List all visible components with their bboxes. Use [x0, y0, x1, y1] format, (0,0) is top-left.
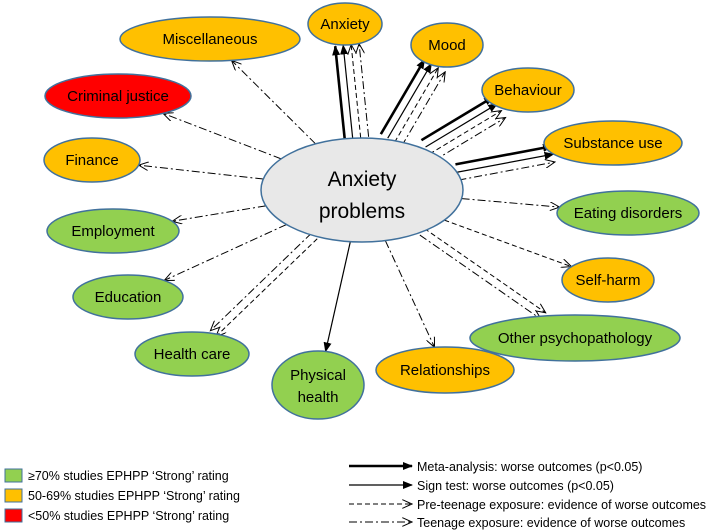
node-anxiety-label: Anxiety [320, 16, 370, 33]
center-label-line2: problems [319, 200, 405, 223]
node-substance-use-label: Substance use [563, 135, 662, 152]
node-miscellaneous-ellipse [119, 16, 301, 62]
node-miscellaneous-label: Miscellaneous [162, 31, 257, 48]
arrow-behaviour-sign [425, 103, 499, 148]
node-physical-health-label-line1: Physical [290, 367, 346, 384]
node-behaviour: Behaviour [481, 67, 575, 113]
node-mood-ellipse [410, 22, 484, 68]
node-relationships: Relationships [375, 346, 515, 394]
legend-label-meta: Meta-analysis: worse outcomes (p<0.05) [417, 460, 642, 474]
arrow-layer [139, 44, 572, 353]
legend-label-pre: Pre-teenage exposure: evidence of worse … [417, 498, 706, 512]
arrow-physical-health-sign [323, 241, 351, 353]
center-node: Anxiety problems [260, 137, 464, 243]
node-self-harm-label: Self-harm [575, 272, 640, 289]
arrow-mood-meta [379, 58, 426, 135]
node-relationships-ellipse [375, 346, 515, 394]
node-substance-use-ellipse [543, 120, 683, 166]
legend-swatch-orange [4, 488, 23, 503]
arrow-anxiety-sign [340, 44, 354, 139]
legend-ratings: ≥70% studies EPHPP ‘Strong’ rating 50-69… [4, 468, 240, 523]
arrow-behaviour-pre [429, 111, 502, 155]
node-employment-label: Employment [71, 223, 155, 240]
arrow-education-teen [164, 224, 287, 281]
arrow-relationships-teen [384, 240, 434, 348]
arrow-substance-use-sign [456, 151, 555, 173]
node-mood: Mood [410, 22, 484, 68]
node-eating-disorders-label: Eating disorders [574, 205, 682, 222]
arrow-anxiety-meta [332, 45, 347, 140]
legend-label-green: ≥70% studies EPHPP ‘Strong’ rating [28, 469, 229, 483]
node-eating-disorders-ellipse [556, 190, 700, 236]
node-physical-health: Physical health [271, 350, 365, 420]
node-miscellaneous: Miscellaneous [119, 16, 301, 62]
arrow-miscellaneous-teen [232, 60, 316, 145]
legend-label-orange: 50-69% studies EPHPP ‘Strong’ rating [28, 489, 240, 503]
node-behaviour-label: Behaviour [494, 82, 562, 99]
node-employment: Employment [46, 208, 180, 254]
arrow-substance-use-meta [455, 144, 554, 166]
node-criminal-justice: Criminal justice [44, 73, 192, 119]
node-criminal-justice-label: Criminal justice [67, 88, 169, 105]
legend-label-red: <50% studies EPHPP ‘Strong’ rating [28, 509, 229, 523]
node-anxiety-ellipse [307, 2, 383, 46]
center-ellipse [260, 137, 464, 243]
legend-swatch-green [4, 468, 23, 483]
arrow-employment-teen [172, 205, 266, 221]
node-behaviour-ellipse [481, 67, 575, 113]
arrow-self-harm-pre [444, 219, 571, 267]
arrow-anxiety-teen [359, 44, 370, 137]
node-health-care: Health care [134, 331, 250, 377]
arrow-mood-teen [401, 72, 446, 147]
node-other-psychopathology-ellipse [469, 314, 681, 362]
node-finance-ellipse [43, 137, 141, 183]
arrow-eating-disorders-teen [461, 198, 560, 207]
node-finance-label: Finance [65, 152, 118, 169]
node-physical-health-label-line2: health [298, 389, 339, 406]
node-finance: Finance [43, 137, 141, 183]
node-self-harm-ellipse [561, 257, 655, 303]
arrow-anxiety-pre [351, 45, 362, 138]
node-education-label: Education [95, 289, 162, 306]
arrow-finance-teen [139, 165, 264, 180]
node-criminal-justice-ellipse [44, 73, 192, 119]
node-physical-health-ellipse [271, 350, 365, 420]
arrow-mood-pre [394, 68, 439, 143]
node-self-harm: Self-harm [561, 257, 655, 303]
legend-label-teen: Teenage exposure: evidence of worse outc… [417, 516, 685, 530]
node-education-ellipse [72, 274, 184, 320]
arrow-behaviour-teen [433, 118, 506, 162]
arrow-criminal-justice-teen [163, 113, 282, 160]
node-relationships-label: Relationships [400, 362, 490, 379]
node-anxiety: Anxiety [307, 2, 383, 46]
legend-swatch-red [4, 508, 23, 523]
arrow-substance-use-teen [458, 162, 555, 181]
center-label-line1: Anxiety [328, 168, 397, 191]
node-health-care-ellipse [134, 331, 250, 377]
node-eating-disorders: Eating disorders [556, 190, 700, 236]
node-other-psychopathology-label: Other psychopathology [498, 330, 653, 347]
node-education: Education [72, 274, 184, 320]
node-mood-label: Mood [428, 37, 466, 54]
node-employment-ellipse [46, 208, 180, 254]
arrow-behaviour-meta [420, 95, 495, 142]
arrow-mood-sign [387, 62, 432, 139]
arrow-health-care-teen [210, 232, 313, 331]
arrow-other-psychopathology-teen [419, 234, 541, 319]
node-other-psychopathology: Other psychopathology [469, 314, 681, 362]
arrow-health-care-pre [216, 238, 318, 337]
legend-lines: Meta-analysis: worse outcomes (p<0.05) S… [349, 460, 706, 530]
legend-label-sign: Sign test: worse outcomes (p<0.05) [417, 479, 614, 493]
arrow-other-psychopathology-pre [424, 228, 545, 312]
node-health-care-label: Health care [154, 346, 231, 363]
node-substance-use: Substance use [543, 120, 683, 166]
